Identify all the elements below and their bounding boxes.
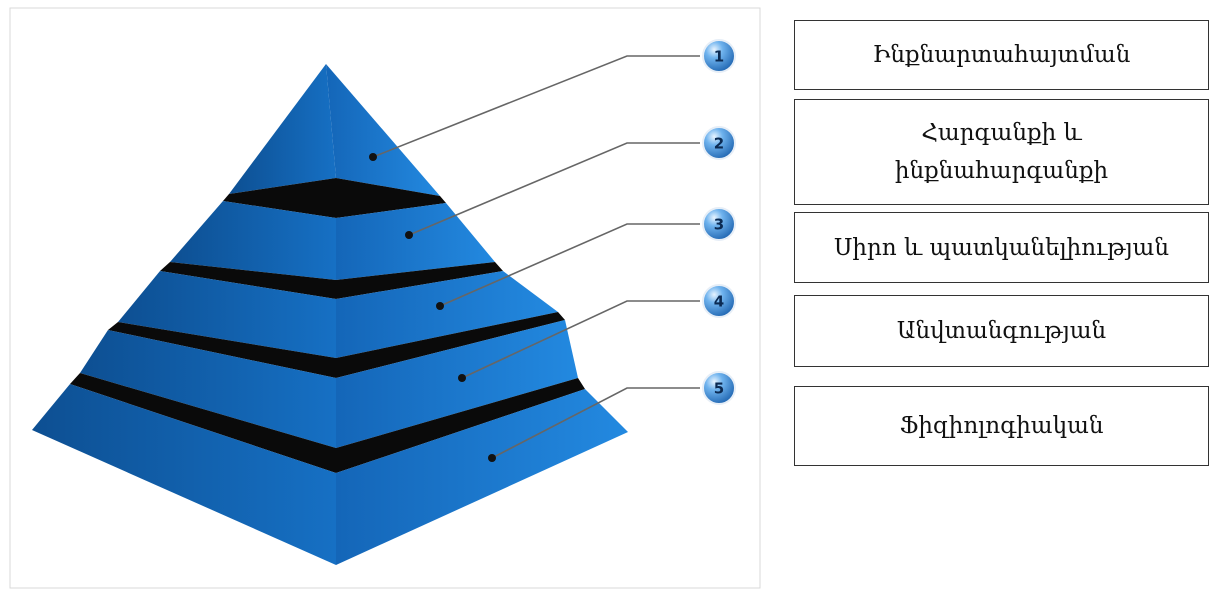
label-text-2: Հարգանքի և ինքնահարգանքի [894, 120, 1109, 184]
svg-text:3: 3 [714, 216, 724, 234]
pyramid-gap-4 [70, 373, 585, 473]
label-text-5: Ֆիզիոլոգիական [899, 413, 1104, 439]
leader-lines [372, 55, 700, 459]
svg-text:4: 4 [714, 293, 724, 311]
pyramid-tier-1 [229, 64, 440, 196]
number-bubble-2: 2 [702, 126, 736, 160]
label-box-3: Սիրո և պատկանելիության [794, 212, 1209, 283]
number-bubble-1: 1 [702, 39, 736, 73]
number-bubble-4: 4 [702, 284, 736, 318]
pyramid-gap-1 [223, 178, 446, 218]
pyramid-tier-5 [32, 384, 628, 565]
svg-text:1: 1 [714, 48, 724, 66]
pyramid-diagram: 1 2 3 4 5 [9, 7, 761, 589]
leader-dots [369, 153, 496, 462]
label-box-2: Հարգանքի և ինքնահարգանքի [794, 99, 1209, 205]
label-box-4: Անվտանգության [794, 295, 1209, 367]
pyramid-gap-3 [108, 312, 565, 378]
label-text-4: Անվտանգության [896, 318, 1107, 344]
pyramid-tier-2 [170, 201, 495, 280]
svg-text:5: 5 [714, 380, 724, 398]
pyramid-gap-2 [160, 262, 503, 299]
pyramid-tier-3 [118, 271, 558, 358]
level-labels: Ինքնարտահայտման Հարգանքի և ինքնահարգանքի… [794, 0, 1211, 592]
label-box-1: Ինքնարտահայտման [794, 20, 1209, 90]
label-box-5: Ֆիզիոլոգիական [794, 386, 1209, 466]
number-bubble-5: 5 [702, 371, 736, 405]
svg-text:2: 2 [714, 135, 724, 153]
label-text-3: Սիրո և պատկանելիության [833, 234, 1170, 261]
number-bubble-3: 3 [702, 207, 736, 241]
label-text-1: Ինքնարտահայտման [872, 42, 1131, 68]
